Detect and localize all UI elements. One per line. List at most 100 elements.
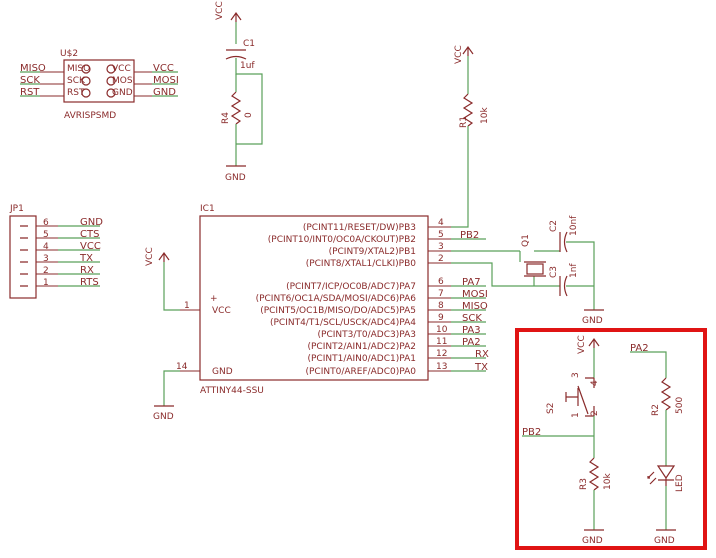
ic1-pin-7: 7	[438, 289, 444, 299]
ic1-vcc-net-label: VCC	[145, 247, 155, 266]
ic1-pin-5: 5	[438, 230, 444, 240]
r1-reset-wire	[451, 126, 469, 228]
caps-feed-wires	[534, 250, 560, 287]
jp1-net-rx: RX	[80, 265, 94, 276]
r1-vcc-arrow	[462, 45, 474, 56]
r1-value: 10k	[480, 107, 490, 124]
ic1-pin-pb1-name: (PCINT9/XTAL2)PB1	[329, 247, 416, 257]
r1-refdes: R1	[459, 116, 469, 128]
ic1-pin-pa3-name: (PCINT3/T0/ADC3)PA3	[318, 330, 416, 340]
r2-resistor	[660, 377, 672, 411]
ic1-vcc-wire	[163, 262, 180, 311]
ic1-pin-pa4-name: (PCINT4/T1/SCL/USCK/ADC4)PA4	[270, 318, 416, 328]
ic1-net-sck: SCK	[462, 313, 482, 324]
q1-refdes: Q1	[521, 234, 531, 247]
ic1-pin-pa6-name: (PCINT6/OC1A/SDA/MOSI/ADC6)PA6	[256, 294, 417, 304]
ic1-net-wires	[451, 238, 486, 372]
jp1-pin-1: 1	[43, 278, 49, 288]
r3-refdes: R3	[579, 478, 589, 490]
r2-refdes: R2	[651, 404, 661, 416]
ic1-vcc-arrow	[158, 251, 170, 262]
ic1-pin-pa0-name: (PCINT0/AREF/ADC0)PA0	[305, 367, 416, 377]
c3-value: 1nf	[569, 263, 579, 278]
c1-vcc-label: VCC	[215, 1, 225, 20]
ic1-pin-pb0-name: (PCINT8/XTAL1/CLKI)PB0	[306, 259, 417, 269]
led-refdes: LED	[675, 474, 685, 492]
s2-pin-3: 3	[571, 372, 581, 378]
ic1-pin-8: 8	[438, 301, 444, 311]
r4-value: 0	[244, 112, 254, 118]
jp1-net-tx: TX	[79, 253, 93, 264]
c3-refdes: C3	[549, 266, 559, 278]
ic1-gnd-label: GND	[153, 412, 174, 422]
ftdi-header-jp1: JP1 6 5 4 3 2 1 GND CTS VCC TX RX RTS	[9, 204, 103, 299]
u2-pin-sck: SCK	[67, 76, 86, 86]
ic1-pin-10: 10	[436, 325, 448, 335]
ic1-vcc-pin-num: 1	[184, 301, 190, 311]
r1-vcc-label: VCC	[454, 45, 464, 64]
u2-net-rst: RST	[20, 87, 40, 98]
jp1-net-rts: RTS	[80, 277, 99, 288]
r2-value: 500	[675, 397, 685, 414]
c1-refdes: C1	[243, 39, 255, 49]
ic1-pin-3: 3	[438, 242, 444, 252]
ic1-net-miso: MISO	[462, 301, 488, 312]
q1-xtal-wires	[451, 250, 534, 287]
jp1-pin-stubs	[36, 225, 58, 287]
u2-refdes: U$2	[60, 49, 78, 59]
ic1-pin-12: 12	[436, 349, 447, 359]
u2-net-sck: SCK	[20, 75, 40, 86]
resonator-q1: Q1 C2 10nf C3 1nf GND	[451, 215, 604, 326]
s2-pin-1: 1	[571, 412, 581, 418]
ic1-name: ATTINY44-SSU	[200, 386, 264, 396]
u2-pad-4	[106, 76, 116, 86]
ic1-net-tx: TX	[474, 362, 488, 373]
s2-vcc-label: VCC	[577, 335, 587, 354]
ic1-pin-13: 13	[436, 362, 447, 372]
c1-value: 1uf	[240, 61, 255, 71]
jp1-net-gnd: GND	[80, 217, 103, 228]
u2-pin-miso: MISO	[67, 64, 90, 74]
u2-pin-rst: RST	[67, 88, 85, 98]
ic1-attiny44: IC1 ATTINY44-SSU VCC 1 VCC + 14 GND GND …	[145, 204, 489, 422]
led-light-arrows	[647, 471, 657, 485]
ic1-vcc-pin-name: VCC	[212, 306, 231, 316]
u2-net-miso: MISO	[20, 63, 46, 74]
q1-lead-wires	[519, 251, 535, 286]
c2-refdes: C2	[549, 220, 559, 232]
jp1-net-cts: CTS	[80, 229, 99, 240]
ic1-gnd-wire	[163, 370, 180, 406]
caps-gnd-label: GND	[582, 316, 603, 326]
r3-resistor	[588, 457, 600, 491]
s2-net-pb2: PB2	[522, 427, 541, 438]
c1-r4-group: VCC C1 1uf R4 0 GND	[215, 1, 263, 183]
u2-name: AVRISPSMD	[64, 111, 116, 121]
r3-gnd-label: GND	[582, 536, 603, 546]
u2-pad-5	[81, 88, 91, 98]
ic1-net-mosi: MOSI	[462, 289, 488, 300]
jp1-net-vcc: VCC	[80, 241, 101, 252]
r2-pa2-wire	[630, 351, 667, 378]
jp1-net-wires	[58, 225, 100, 287]
s2-vcc-arrow	[588, 337, 600, 348]
ic1-net-pa2: PA2	[462, 337, 481, 348]
r4-refdes: R4	[221, 112, 231, 124]
jp1-pin-2: 2	[43, 266, 49, 276]
u2-net-wires	[20, 71, 178, 97]
ic1-refdes: IC1	[200, 204, 215, 214]
u2-pad-6	[106, 88, 116, 98]
u2-net-gnd: GND	[153, 87, 176, 98]
u2-net-mosi: MOSI	[153, 75, 179, 86]
s2-switch	[565, 377, 595, 417]
r2-net-pa2: PA2	[630, 343, 649, 354]
s2-refdes: S2	[546, 403, 556, 414]
c1-plate-bottom	[225, 55, 247, 60]
ic1-plus-mark: +	[210, 294, 218, 304]
isp-header-u2: U$2 AVRISPSMD MISO SCK RST VCC MOSI GND …	[20, 49, 179, 121]
ic1-pin-pa2-name: (PCINT2/AIN1/ADC2)PA2	[307, 342, 416, 352]
ic1-pin-11: 11	[436, 337, 447, 347]
ic1-gnd-pin-name: GND	[212, 367, 233, 377]
r1-pullup: VCC R1 10k	[451, 45, 490, 228]
